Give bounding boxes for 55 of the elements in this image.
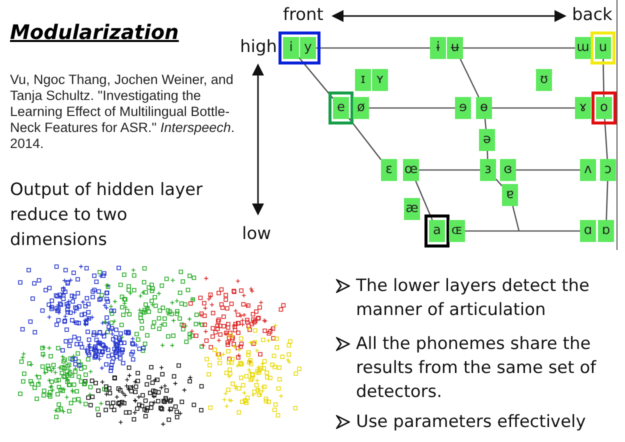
chart-line [460,58,480,98]
phoneme-box: ɒ [598,220,614,242]
chart-line [316,47,430,49]
chart-line [606,180,608,220]
bullet-text: All the phonemes share the results from the same set of detectors. [356,333,598,404]
phoneme-box: ə [479,129,495,151]
chart-line [465,230,580,232]
phoneme-box: ɨ [430,37,446,59]
chart-line [492,107,575,109]
chart-line [516,169,580,171]
phoneme-box: ʏ [372,69,388,91]
phoneme-box: ɪ [355,69,371,91]
phoneme-box: a [429,220,445,242]
phoneme-box: ɐ [502,184,518,206]
phoneme-box: ɛ [381,159,397,181]
phoneme-box: ɶ [449,220,465,242]
chart-line [415,180,433,220]
phoneme-box: i [283,37,299,59]
chart-line [496,178,502,186]
bullet-text: Use parameters effectively [356,411,587,434]
phoneme-box: ø [353,97,369,119]
chart-line [463,47,575,49]
chart-line [602,58,604,98]
phoneme-box: o [596,97,612,119]
phoneme-box: ɜ [480,159,496,181]
chart-line [419,169,480,171]
chart-line [369,107,455,109]
phoneme-box: ʊ [536,69,552,91]
axis-label: back [572,5,612,25]
phoneme-box: u [595,37,611,59]
phoneme-box: e [333,97,349,119]
chart-line [484,118,487,130]
bullet-text: The lower layers detect the manner of articulation [356,275,591,322]
phoneme-box: ɯ [575,37,591,59]
phoneme-box: ɞ [500,159,516,181]
phoneme-box: y [300,37,316,59]
chart-line [604,118,608,160]
phoneme-box: ɔ [600,159,616,181]
axis-label: low [242,224,272,244]
phoneme-box: æ [404,198,420,220]
phoneme-box: ɘ [455,97,471,119]
phoneme-box: ɵ [476,97,492,119]
description-text: Output of hidden layer reduce to two dimensions [10,179,204,252]
chart-line [348,118,382,160]
axis-label: high [240,37,278,57]
phoneme-box: ʌ [580,159,596,181]
phoneme-box: ʉ [447,37,463,59]
citation-text: Vu, Ngoc Thang, Jochen Weiner, and Tanja Schultz. "Investigating the Learning Effect of Multilingual Bottle-Neck Features for ASR." Interspeech. 2014. [10,72,236,152]
chart-line [298,57,334,99]
slide-title: Modularization [10,20,179,44]
phoneme-box: ɑ [580,220,596,242]
axis-label: front [283,5,324,25]
phoneme-box: œ [403,159,419,181]
phoneme-box: ɤ [575,97,591,119]
chart-line [512,206,520,232]
